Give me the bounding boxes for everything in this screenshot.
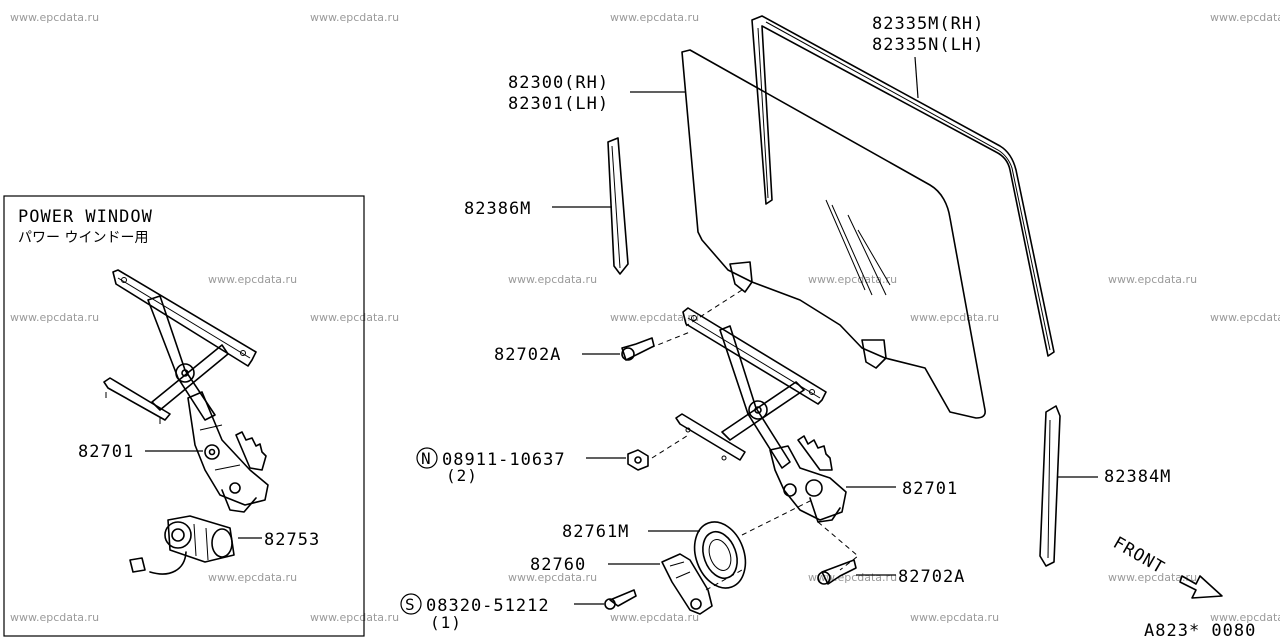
label-82761m: 82761M <box>562 522 629 542</box>
watermark: www.epcdata.ru <box>10 311 99 324</box>
watermark: www.epcdata.ru <box>208 571 297 584</box>
leader-82335 <box>914 56 919 99</box>
watermark: www.epcdata.ru <box>508 273 597 286</box>
assembly-line <box>741 499 813 536</box>
screw-symbol: S <box>405 595 416 614</box>
glass-run-channel-82335[interactable] <box>751 15 1055 357</box>
inset-subtitle: パワー ウインドー用 <box>18 230 148 246</box>
window-regulator-82701[interactable] <box>675 307 847 523</box>
inset-motor-82753[interactable] <box>129 515 235 575</box>
front-sash-82386m[interactable] <box>607 137 629 275</box>
nut-symbol-circle <box>416 447 438 469</box>
label-82301-lh: 82301(LH) <box>508 94 609 114</box>
seal-82761m[interactable] <box>686 515 754 595</box>
nut-symbol: N <box>421 449 432 468</box>
door-glass-82300[interactable] <box>681 49 986 419</box>
watermark: www.epcdata.ru <box>310 611 399 624</box>
watermark: www.epcdata.ru <box>1108 571 1197 584</box>
assembly-line <box>685 289 743 327</box>
watermark: www.epcdata.ru <box>1210 311 1280 324</box>
label-82335n-lh: 82335N(LH) <box>872 35 984 55</box>
watermark: www.epcdata.ru <box>910 611 999 624</box>
front-direction-indicator: FRONT <box>1110 533 1223 599</box>
rear-sash-82384m[interactable] <box>1039 405 1061 567</box>
assembly-line <box>705 569 743 591</box>
label-82760: 82760 <box>530 555 586 575</box>
label-82335m-rh: 82335M(RH) <box>872 14 984 34</box>
watermark: www.epcdata.ru <box>1108 273 1197 286</box>
watermark: www.epcdata.ru <box>610 311 699 324</box>
label-82384m: 82384M <box>1104 467 1171 487</box>
watermark: www.epcdata.ru <box>808 571 897 584</box>
watermark: www.epcdata.ru <box>310 311 399 324</box>
label-screw-number: 08320-51212 <box>426 596 550 616</box>
watermark: www.epcdata.ru <box>610 611 699 624</box>
label-screw-qty: (1) <box>430 613 462 632</box>
watermark: www.epcdata.ru <box>10 11 99 24</box>
label-nut-number: 08911-10637 <box>442 450 566 470</box>
watermark: www.epcdata.ru <box>10 611 99 624</box>
label-nut-qty: (2) <box>446 466 478 485</box>
screw-08320-51212[interactable] <box>604 589 637 610</box>
inset-title: POWER WINDOW <box>18 207 153 227</box>
watermark: www.epcdata.ru <box>808 273 897 286</box>
label-82386m: 82386M <box>464 199 531 219</box>
inset-regulator-82701[interactable] <box>103 269 269 513</box>
assembly-line <box>817 521 859 571</box>
watermark: www.epcdata.ru <box>310 11 399 24</box>
power-window-inset: POWER WINDOW パワー ウインドー用 82701 <box>3 195 365 637</box>
assembly-line <box>649 331 691 349</box>
inset-label-82753: 82753 <box>264 530 320 550</box>
front-arrow-icon <box>1179 575 1223 599</box>
screw-symbol-circle <box>400 593 422 615</box>
watermark: www.epcdata.ru <box>508 571 597 584</box>
watermark: www.epcdata.ru <box>610 11 699 24</box>
watermark: www.epcdata.ru <box>1210 11 1280 24</box>
bolt-82702a-lower[interactable] <box>817 559 857 585</box>
label-82701: 82701 <box>902 479 958 499</box>
label-82300-rh: 82300(RH) <box>508 73 609 93</box>
inset-label-82701: 82701 <box>78 442 134 462</box>
watermark: www.epcdata.ru <box>910 311 999 324</box>
inset-frame <box>3 195 365 637</box>
assembly-line <box>651 433 691 459</box>
label-82702a-upper: 82702A <box>494 345 561 365</box>
bolt-82702a-upper[interactable] <box>621 337 655 361</box>
watermark: www.epcdata.ru <box>208 273 297 286</box>
handle-82760[interactable] <box>661 553 713 615</box>
page-code: A823* 0080 <box>1144 621 1256 640</box>
nut-08911-10637[interactable] <box>627 449 649 471</box>
label-82702a-lower: 82702A <box>898 567 965 587</box>
watermark: www.epcdata.ru <box>1210 611 1280 624</box>
watermarks: www.epcdata.ru www.epcdata.ru www.epcdat… <box>10 11 1280 624</box>
